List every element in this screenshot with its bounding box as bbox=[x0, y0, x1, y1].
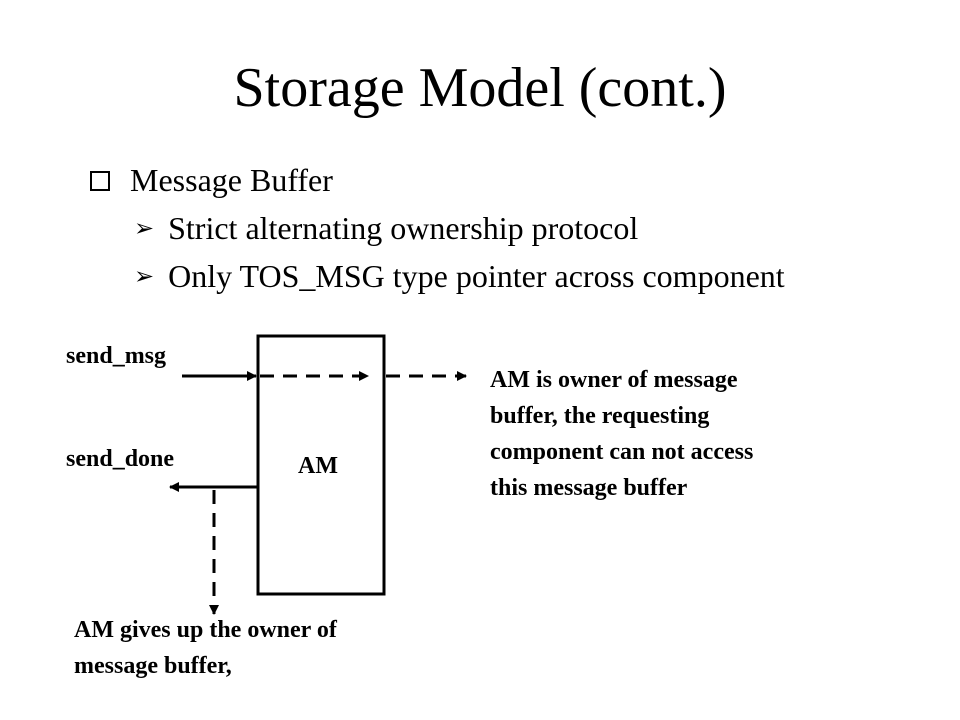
note-right-line-1: AM is owner of message bbox=[490, 367, 738, 393]
note-bottom-line-2: message buffer, bbox=[74, 653, 232, 679]
note-bottom-line-1: AM gives up the owner of bbox=[74, 617, 337, 643]
slide-title: Storage Model (cont.) bbox=[233, 57, 727, 119]
note-right-line-4: this message buffer bbox=[490, 475, 688, 501]
sub-bullet-1: ➢ Strict alternating ownership protocol bbox=[134, 206, 638, 254]
sub-bullet-text: Only TOS_MSG type pointer across compone… bbox=[168, 258, 785, 294]
bullet-text: Message Buffer bbox=[130, 162, 333, 198]
send-done-label: send_done bbox=[66, 446, 175, 472]
arrow-bullet-icon: ➢ bbox=[134, 264, 155, 290]
bullet-message-buffer: Message Buffer bbox=[90, 158, 333, 202]
note-right-line-3: component can not access bbox=[490, 439, 754, 465]
arrow-bullet-icon: ➢ bbox=[134, 216, 155, 242]
am-component-box bbox=[256, 334, 386, 596]
am-box-label: AM bbox=[298, 453, 338, 479]
send-msg-label: send_msg bbox=[66, 343, 167, 369]
sub-bullet-2: ➢ Only TOS_MSG type pointer across compon… bbox=[134, 254, 785, 302]
checkbox-bullet-icon bbox=[90, 170, 110, 191]
note-right-line-2: buffer, the requesting bbox=[490, 403, 710, 429]
sub-bullet-text: Strict alternating ownership protocol bbox=[168, 210, 639, 246]
